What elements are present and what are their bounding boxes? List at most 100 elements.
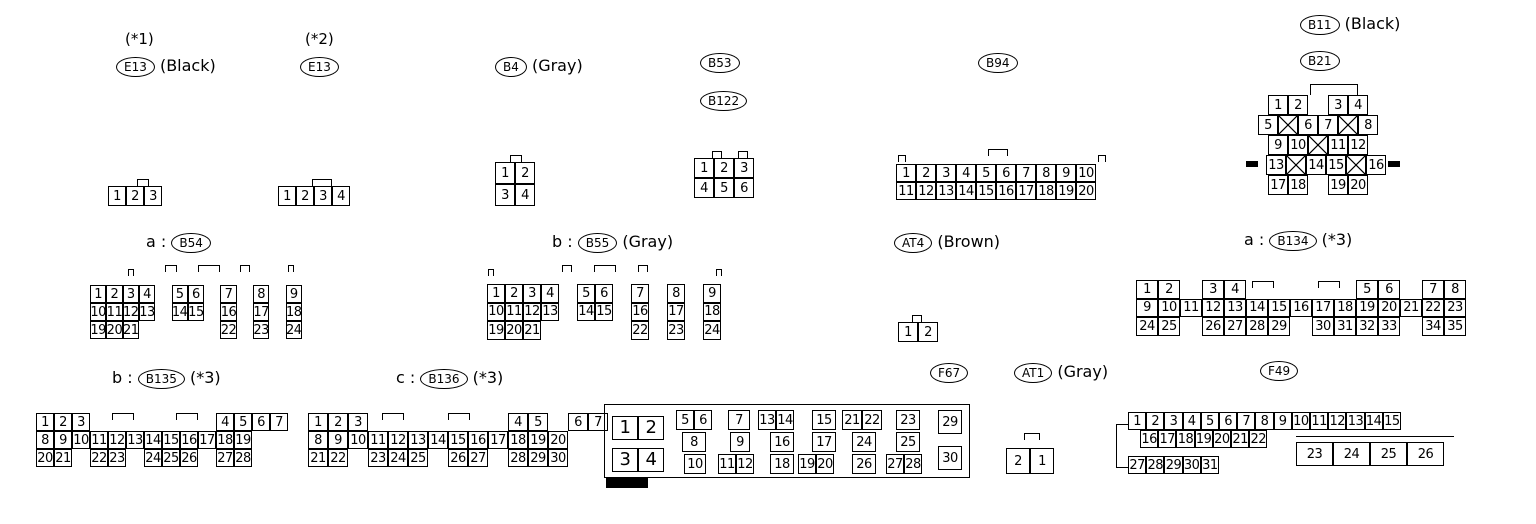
pin-cell: 12 [108, 431, 126, 449]
pin-cell: 18 [1334, 298, 1356, 317]
footnote: (*1) [125, 30, 154, 48]
pin-cell: 1 [495, 162, 515, 184]
caption-prefix: b : [112, 368, 138, 387]
pin-cell: 2 [328, 413, 348, 431]
pin-cell: 1 [896, 164, 916, 182]
pin-cell: 19 [234, 431, 252, 449]
pin-cell: 25 [1370, 442, 1407, 466]
footnote: (*2) [305, 30, 334, 48]
latch-tab [1098, 155, 1106, 162]
pin-cell: 3 [495, 184, 515, 206]
pin-cell: 5 [528, 413, 548, 431]
pin-cell: 21 [54, 449, 72, 467]
connector-note: (Black) [1339, 14, 1401, 33]
connector-note: (Brown) [932, 232, 1001, 251]
pin-cell: 4 [1348, 95, 1368, 115]
latch-tab [738, 151, 748, 158]
caption-prefix: a : [146, 232, 172, 251]
pin-cell: 25 [896, 432, 920, 452]
pin-cell: 35 [1444, 317, 1466, 336]
outline-line [604, 404, 970, 405]
pin-cell: 7 [1422, 280, 1444, 299]
pin-cell: 8 [1358, 115, 1378, 135]
pin-cell: 2 [1158, 280, 1180, 299]
pin-cell: 30 [938, 446, 962, 470]
pin-cell: 15 [595, 302, 613, 321]
connector-note: (Black) [154, 56, 216, 75]
connector-code-oval: B94 [978, 52, 1018, 73]
pin-cell: 5 [1258, 115, 1278, 135]
pin-cell: 7 [588, 413, 608, 431]
pin-cell: 33 [1378, 317, 1400, 336]
pin-cell: 1 [1128, 412, 1147, 430]
pin-cell: 27 [468, 449, 488, 467]
pin-cell: 23 [667, 321, 685, 340]
connector-code-oval: B136 [420, 368, 468, 389]
connector-note: (*3) [184, 368, 221, 387]
pin-cell: 1 [487, 284, 505, 303]
connector-caption: B122 [700, 90, 748, 111]
pin-cell: 18 [1036, 182, 1056, 200]
pin-cell: 31 [1334, 317, 1356, 336]
pin-cell: 15 [162, 431, 180, 449]
pin-cell: 10 [90, 303, 106, 321]
pin-cell: 23 [108, 449, 126, 467]
pin-cell: 20 [1378, 298, 1400, 317]
pin-cell: 17 [1268, 175, 1288, 195]
pin-cell: 8 [682, 432, 706, 452]
pin-cell: 2 [918, 322, 938, 342]
pin-cell: 6 [252, 413, 270, 431]
pin-cell: 6 [694, 410, 712, 430]
pin-cell: 10 [487, 302, 505, 321]
pin-cell: 10 [72, 431, 90, 449]
pin-cell: 1 [1268, 95, 1288, 115]
pin-cell: 5 [577, 284, 595, 303]
pin-cell: 4 [332, 186, 350, 206]
outline-line [1116, 424, 1117, 468]
pin-cell: 12 [736, 454, 754, 474]
pin-cell: 13 [541, 302, 559, 321]
outline-line [1296, 436, 1454, 437]
pin-cell: 22 [90, 449, 108, 467]
pin-cell: 20 [816, 454, 834, 474]
pin-cell: 3 [734, 158, 754, 178]
caption-prefix: b : [552, 232, 578, 251]
connector-caption: F49 [1260, 360, 1299, 381]
connector-code-oval: F67 [930, 362, 969, 383]
pin-cell: 30 [1312, 317, 1334, 336]
pin-cell: 2 [1006, 448, 1030, 474]
pin-cell: 11 [718, 454, 736, 474]
connector-caption: a : B134 (*3) [1244, 230, 1352, 251]
pin-cell: 26 [448, 449, 468, 467]
pin-cell: 7 [728, 410, 750, 430]
pin-cell: 28 [234, 449, 252, 467]
pin-cell: 8 [1036, 164, 1056, 182]
pin-cell: 24 [1333, 442, 1370, 466]
pin-cell: 4 [1182, 412, 1201, 430]
pin-cell: 4 [638, 448, 664, 472]
pin-cell: 2 [505, 284, 523, 303]
pin-cell: 9 [703, 284, 721, 303]
pin-cell: 29 [1268, 317, 1290, 336]
pin-cell: 27 [1224, 317, 1246, 336]
pin-cell: 19 [487, 321, 505, 340]
pin-cell: 6 [595, 284, 613, 303]
pin-cell: 4 [694, 178, 714, 198]
pin-cell: 3 [1202, 280, 1224, 299]
pin-cell: 18 [770, 454, 794, 474]
latch-tab [198, 265, 220, 272]
pin-cell: 18 [1176, 430, 1195, 448]
pin-cell: 25 [408, 449, 428, 467]
pin-cell: 3 [314, 186, 332, 206]
latch-tab [988, 149, 1008, 156]
pin-cell: 22 [220, 321, 237, 339]
outline-line [604, 404, 605, 478]
pin-cell: 17 [488, 431, 508, 449]
pin-cell: 11 [1310, 412, 1329, 430]
pin-cell: 6 [1298, 115, 1318, 135]
pin-cell: 5 [976, 164, 996, 182]
pin-cell: 21 [523, 321, 541, 340]
pin-cell: 12 [122, 303, 139, 321]
pin-cell: 6 [734, 178, 754, 198]
connector-caption: E13 (Black) [116, 56, 216, 77]
